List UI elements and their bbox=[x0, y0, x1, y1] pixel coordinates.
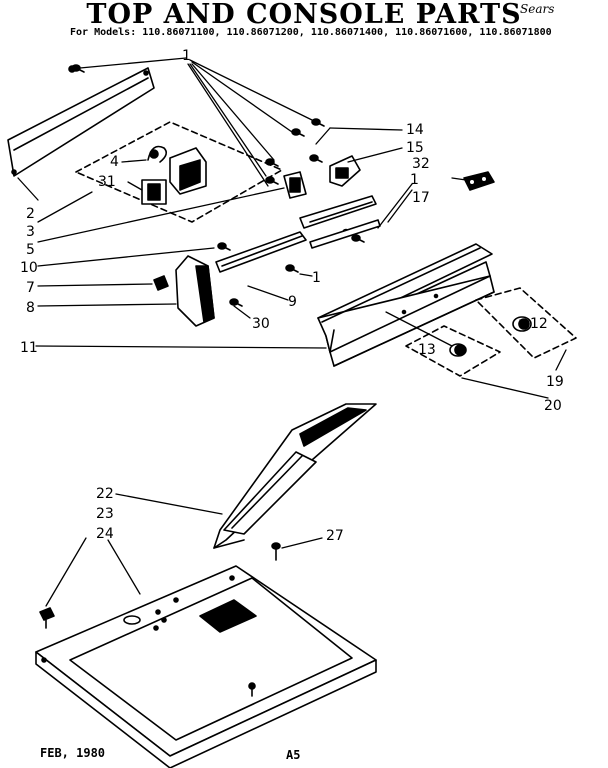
callout-11: 11 bbox=[20, 340, 38, 356]
callout-1: 1 bbox=[182, 48, 191, 64]
part-32-clip bbox=[463, 171, 495, 191]
footer-page: A5 bbox=[286, 748, 301, 762]
callout-20: 20 bbox=[544, 398, 562, 414]
part-27-screw bbox=[271, 542, 281, 561]
part-19-knob-panel bbox=[475, 287, 577, 359]
callout-12: 12 bbox=[530, 316, 548, 332]
callout-4: 4 bbox=[110, 154, 119, 170]
page-title: TOP AND CONSOLE PARTS bbox=[86, 0, 522, 30]
part-31-switch bbox=[141, 179, 167, 205]
callout-23: 23 bbox=[96, 506, 114, 522]
callout-1b: 1 bbox=[410, 172, 419, 188]
part-4-lamp-socket bbox=[147, 145, 168, 163]
callout-13: 13 bbox=[418, 342, 436, 358]
model-list: For Models: 110.86071100, 110.86071200, … bbox=[70, 27, 552, 38]
callout-31: 31 bbox=[98, 174, 116, 190]
callout-9: 9 bbox=[288, 294, 297, 310]
callout-numbers: 1 14 15 32 1 17 4 31 2 3 5 10 1 7 8 9 30… bbox=[20, 48, 564, 544]
callout-19: 19 bbox=[546, 374, 564, 390]
callout-8: 8 bbox=[26, 300, 35, 316]
callout-1c: 1 bbox=[312, 270, 321, 286]
callout-2: 2 bbox=[26, 206, 35, 222]
part-8-end-cap bbox=[175, 255, 215, 327]
timer-block bbox=[169, 147, 207, 195]
callout-5: 5 bbox=[26, 242, 35, 258]
part-11-console bbox=[317, 243, 495, 367]
screw-group bbox=[71, 64, 365, 307]
callout-15: 15 bbox=[406, 140, 424, 156]
part-7-knob bbox=[153, 275, 169, 291]
part-9-rail bbox=[215, 231, 307, 273]
callout-3: 3 bbox=[26, 224, 35, 240]
callout-22: 22 bbox=[96, 486, 114, 502]
callout-24: 24 bbox=[96, 526, 114, 542]
part-15-bracket bbox=[329, 155, 361, 187]
part-20-knob-panel bbox=[405, 325, 501, 377]
callout-27: 27 bbox=[326, 528, 344, 544]
part-24-top-panel bbox=[35, 565, 377, 768]
callout-14: 14 bbox=[406, 122, 424, 138]
part-2-rear-panel bbox=[7, 65, 155, 177]
callout-10: 10 bbox=[20, 260, 38, 276]
callout-17: 17 bbox=[412, 190, 430, 206]
callout-32: 32 bbox=[412, 156, 430, 172]
part-17-rail bbox=[299, 195, 381, 249]
callout-30: 30 bbox=[252, 316, 270, 332]
part-23-screw bbox=[39, 607, 55, 629]
callout-7: 7 bbox=[26, 280, 35, 296]
brand-stamp: Sears bbox=[520, 2, 555, 16]
part-3-mounting-plate bbox=[75, 121, 283, 223]
leader-lines bbox=[17, 57, 567, 607]
part-5-terminal-block bbox=[283, 171, 307, 199]
part-22-lint-duct bbox=[213, 403, 377, 549]
footer-date: FEB, 1980 bbox=[40, 746, 106, 760]
